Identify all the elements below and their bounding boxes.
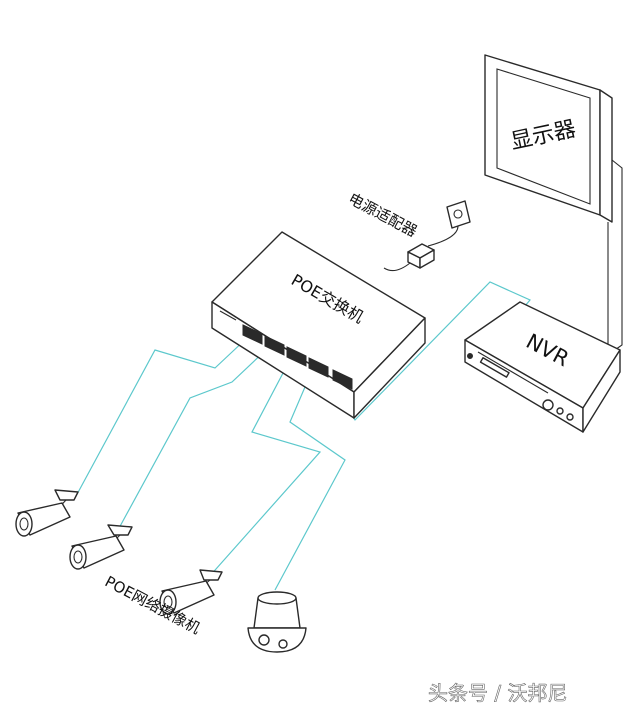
watermark: 头条号 / 沃邦尼	[428, 681, 567, 705]
cable-camera-2	[117, 347, 269, 531]
bullet-camera-1	[15, 489, 79, 537]
power-adapter: 电源适配器	[345, 189, 471, 272]
bullet-camera-2	[69, 524, 133, 570]
nvr: NVR	[464, 301, 621, 433]
monitor: 显示器	[484, 54, 623, 353]
power-adapter-label: 电源适配器	[345, 189, 420, 240]
cable-camera-1	[74, 336, 249, 499]
bullet-camera-3	[159, 569, 223, 615]
switch-ports	[242, 324, 353, 390]
cable-camera-3	[207, 355, 322, 579]
network-cables	[74, 281, 531, 591]
poe-switch: POE交换机	[211, 231, 426, 419]
cable-camera-4	[274, 365, 346, 591]
dome-camera	[247, 591, 307, 653]
